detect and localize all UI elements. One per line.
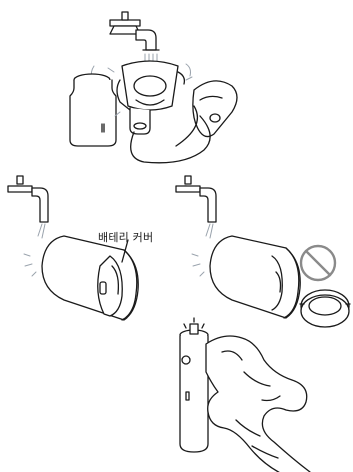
wiped-body: [180, 318, 208, 452]
cleaning-cloth: [206, 336, 310, 472]
right-body: [210, 236, 300, 318]
mask: [193, 81, 237, 137]
left-faucet-icon: [8, 176, 48, 222]
mesh-cup: [117, 61, 184, 134]
battery-cover-label: 배테리 커버: [98, 229, 153, 245]
prohibition-icon: [301, 246, 335, 280]
water-tank: [70, 74, 116, 146]
left-body: [42, 236, 138, 320]
top-faucet-icon: [110, 12, 159, 50]
right-faucet-icon: [176, 176, 216, 222]
removed-battery-cover: [300, 290, 350, 327]
